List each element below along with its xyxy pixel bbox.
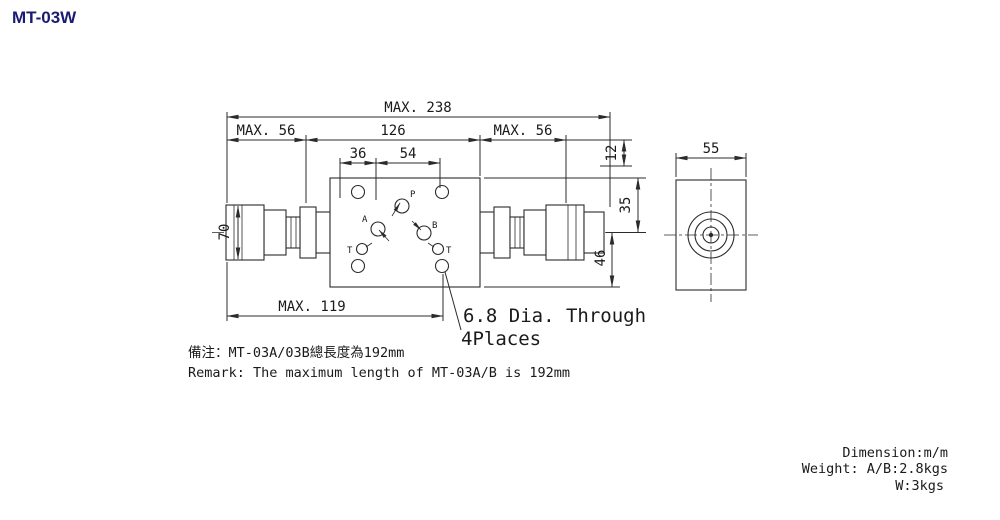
dim-label-35: 35 xyxy=(618,197,634,214)
dim-46: 46 xyxy=(484,232,620,288)
footer-weight-ab: Weight: A/B:2.8kgs xyxy=(802,461,948,477)
port-flow-tick xyxy=(427,242,435,248)
dim-left-max56: MAX. 56 xyxy=(226,123,307,203)
dim-label-126: 126 xyxy=(380,123,405,139)
dim-label-46: 46 xyxy=(593,250,609,267)
side-view xyxy=(664,168,758,302)
port-label-p: P xyxy=(410,190,416,200)
bolt-hole xyxy=(350,184,366,200)
mounting-holes xyxy=(350,184,450,274)
remark-en: Remark: The maximum length of MT-03A/B i… xyxy=(188,365,570,381)
left-adjuster-assembly xyxy=(225,204,331,261)
dim-label-left56: MAX. 56 xyxy=(236,123,295,139)
dim-label-70: 70 xyxy=(217,224,233,241)
dim-70: 70 xyxy=(217,205,241,260)
callout-line1: 6.8 Dia. Through xyxy=(463,305,646,327)
dim-55: 55 xyxy=(675,141,747,177)
port-label-t-right: T xyxy=(446,246,452,256)
port-flow-arrow xyxy=(378,229,390,242)
page-title: MT-03W xyxy=(12,8,77,27)
port-label-t-left: T xyxy=(347,246,353,256)
port-flow-arrow xyxy=(391,202,401,217)
bolt-hole xyxy=(350,258,366,274)
dim-label-54: 54 xyxy=(400,146,417,162)
port-t-right-hole xyxy=(431,242,445,256)
dim-label-12: 12 xyxy=(604,145,620,162)
dim-label-total: MAX. 238 xyxy=(384,100,451,116)
dim-12: 12 xyxy=(600,139,632,167)
port-label-a: A xyxy=(362,215,368,225)
dim-bottom-119: MAX. 119 xyxy=(226,262,444,321)
dim-label-right56: MAX. 56 xyxy=(493,123,552,139)
remark-zh: 備注：MT-03A/03B總長度為192mm xyxy=(188,344,404,361)
port-t-left-hole xyxy=(355,242,369,256)
right-adjuster-assembly xyxy=(479,204,605,261)
dim-label-36: 36 xyxy=(350,146,367,162)
dim-total-length: MAX. 238 xyxy=(226,100,611,207)
callout-line2: 4Places xyxy=(461,328,541,350)
port-p-hole xyxy=(394,198,410,214)
ports: P A B T T xyxy=(347,190,452,256)
bolt-hole xyxy=(434,184,450,200)
port-flow-arrow xyxy=(411,220,422,231)
dim-body-126: 126 xyxy=(305,123,481,176)
port-label-b: B xyxy=(432,221,437,231)
hole-callout: 6.8 Dia. Through 4Places xyxy=(444,271,646,350)
port-flow-tick xyxy=(365,242,373,248)
dim-35: 35 xyxy=(484,177,646,233)
footer-weight-w: W:3kgs xyxy=(895,478,944,494)
dim-label-119: MAX. 119 xyxy=(278,299,345,315)
footer-dimension-unit: Dimension:m/m xyxy=(842,445,948,461)
dim-label-55: 55 xyxy=(703,141,720,157)
dim-54: 54 xyxy=(375,146,441,188)
dim-right-max56: MAX. 56 xyxy=(479,123,632,203)
bolt-hole xyxy=(434,258,450,274)
